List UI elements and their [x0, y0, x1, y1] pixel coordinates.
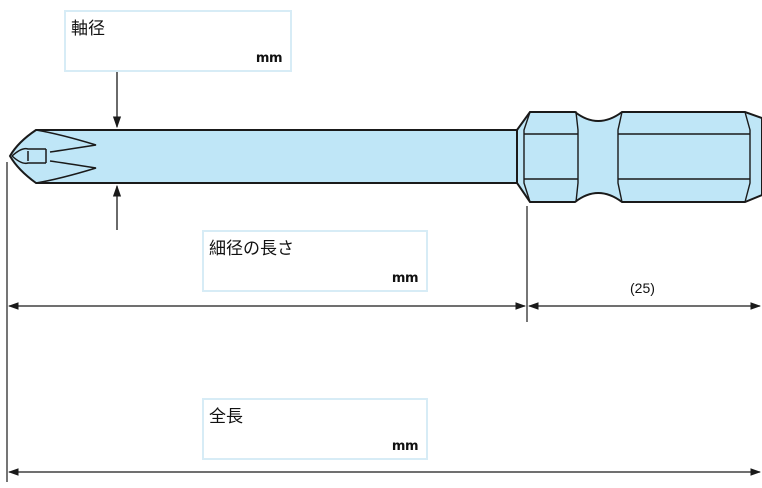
total-length-unit: mm: [391, 439, 419, 454]
thin-length-box: 細径の長さ mm: [202, 230, 428, 292]
shaft-diameter-box: 軸径 mm: [64, 10, 292, 72]
thin-length-label: 細径の長さ: [209, 239, 294, 259]
shaft-diameter-label: 軸径: [71, 19, 105, 39]
bit-hex-facets: [523, 111, 751, 203]
bit-shaft: [8, 129, 518, 184]
total-length-box: 全長 mm: [202, 398, 428, 460]
total-length-label: 全長: [209, 407, 243, 427]
thin-length-unit: mm: [391, 271, 419, 286]
shaft-diameter-unit: mm: [255, 51, 283, 66]
bit-tip: [11, 129, 97, 184]
bit-hex-section: [516, 111, 762, 203]
hex-length-dimension-text: (25): [630, 280, 655, 296]
